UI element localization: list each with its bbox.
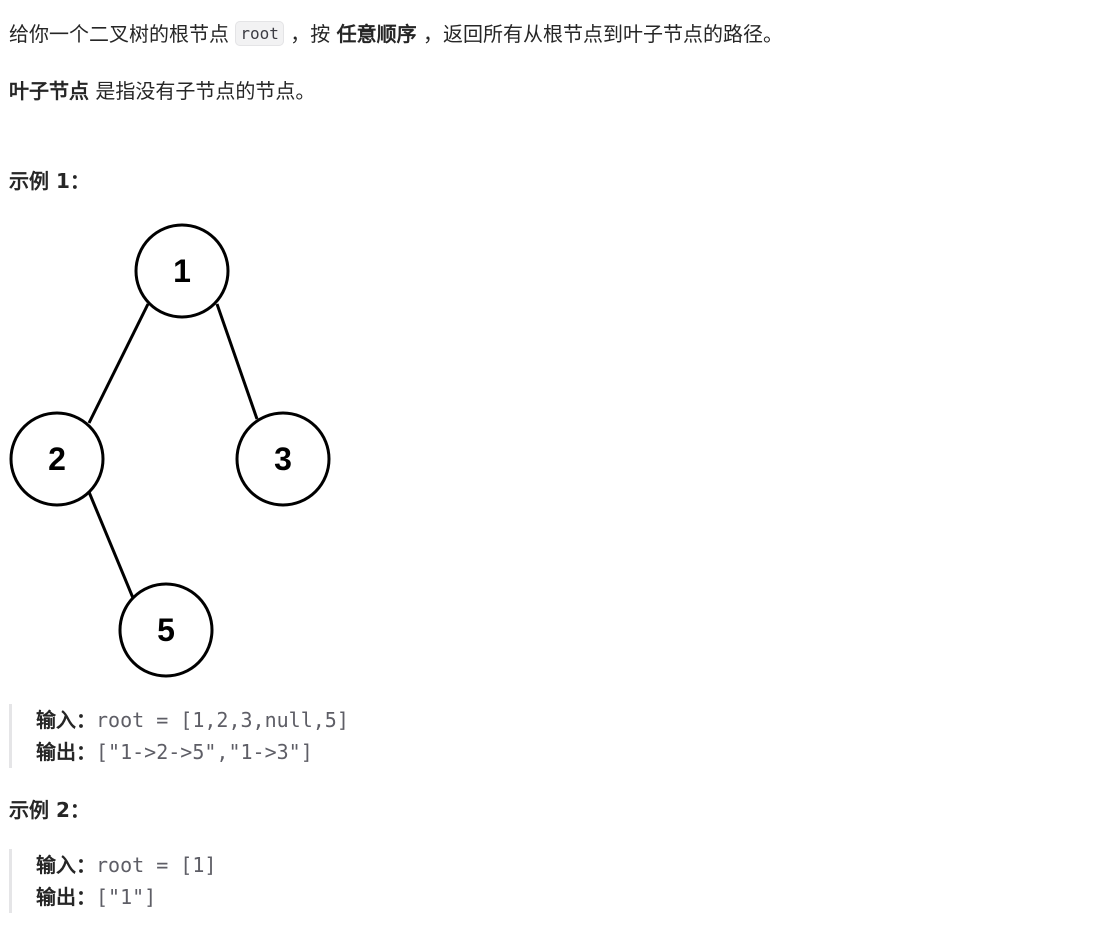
example-2-block: 输入：root = [1] 输出：["1"] [9,849,216,913]
output-value: ["1"] [96,885,157,909]
input-label: 输入： [36,708,96,732]
tree-edge [87,491,135,599]
tree-node-label: 5 [157,612,175,648]
binary-tree-diagram: 1 2 3 5 [9,223,331,678]
example-1-block: 输入：root = [1,2,3,null,5] 输出：["1->2->5","… [9,704,349,768]
intro-text-after: ，返回所有从根节点到叶子节点的路径。 [422,22,783,46]
inline-code-root: root [235,21,284,46]
tree-node: 1 [134,223,230,319]
tree-edge [87,303,150,424]
example-2-input-line: 输入：root = [1] [36,849,216,881]
example-2-title: 示例 2： [9,798,90,822]
definition-term: 叶子节点 [9,79,89,103]
output-label: 输出： [36,740,96,764]
example-2-output-line: 输出：["1"] [36,881,216,913]
input-value: root = [1,2,3,null,5] [96,708,349,732]
definition-text: 是指没有子节点的节点。 [95,79,316,103]
input-value: root = [1] [96,853,217,877]
intro-paragraph: 给你一个二叉树的根节点 root ，按 任意顺序 ，返回所有从根节点到叶子节点的… [9,19,783,51]
output-value: ["1->2->5","1->3"] [96,740,313,764]
tree-node-label: 1 [173,253,191,289]
tree-edge [215,303,259,420]
definition-paragraph: 叶子节点 是指没有子节点的节点。 [9,76,315,106]
tree-node: 2 [9,411,105,507]
output-label: 输出： [36,885,96,909]
intro-text-before: 给你一个二叉树的根节点 [9,22,229,46]
tree-node-label: 2 [48,441,66,477]
tree-node: 5 [118,582,214,678]
intro-text-middle: ，按 [290,22,331,46]
example-1-output-line: 输出：["1->2->5","1->3"] [36,736,349,768]
input-label: 输入： [36,853,96,877]
tree-node: 3 [235,411,331,507]
example-1-input-line: 输入：root = [1,2,3,null,5] [36,704,349,736]
tree-node-label: 3 [274,441,292,477]
intro-emphasis: 任意顺序 [336,22,417,46]
example-1-title: 示例 1： [9,169,90,193]
